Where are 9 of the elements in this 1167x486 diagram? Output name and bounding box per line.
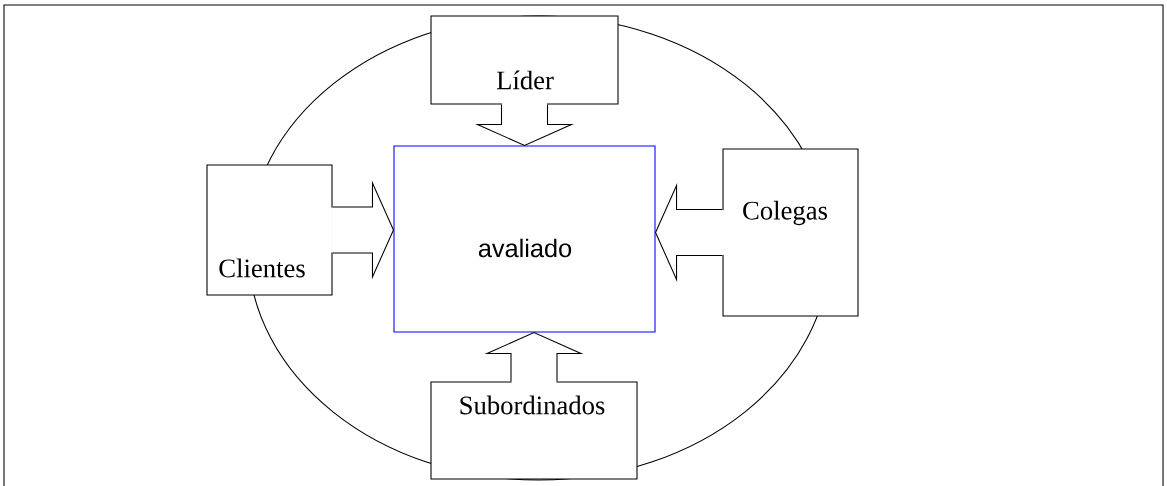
block-arrow bbox=[654, 183, 724, 282]
callout-box: Líder bbox=[430, 15, 619, 105]
center-box: avaliado bbox=[393, 145, 656, 333]
callout-box: Colegas bbox=[722, 148, 859, 317]
callout-box: Subordinados bbox=[430, 381, 638, 480]
block-arrow bbox=[331, 180, 395, 280]
block-arrow bbox=[484, 331, 584, 383]
block-arrow bbox=[475, 103, 574, 147]
callout-box: Clientes bbox=[206, 164, 333, 296]
